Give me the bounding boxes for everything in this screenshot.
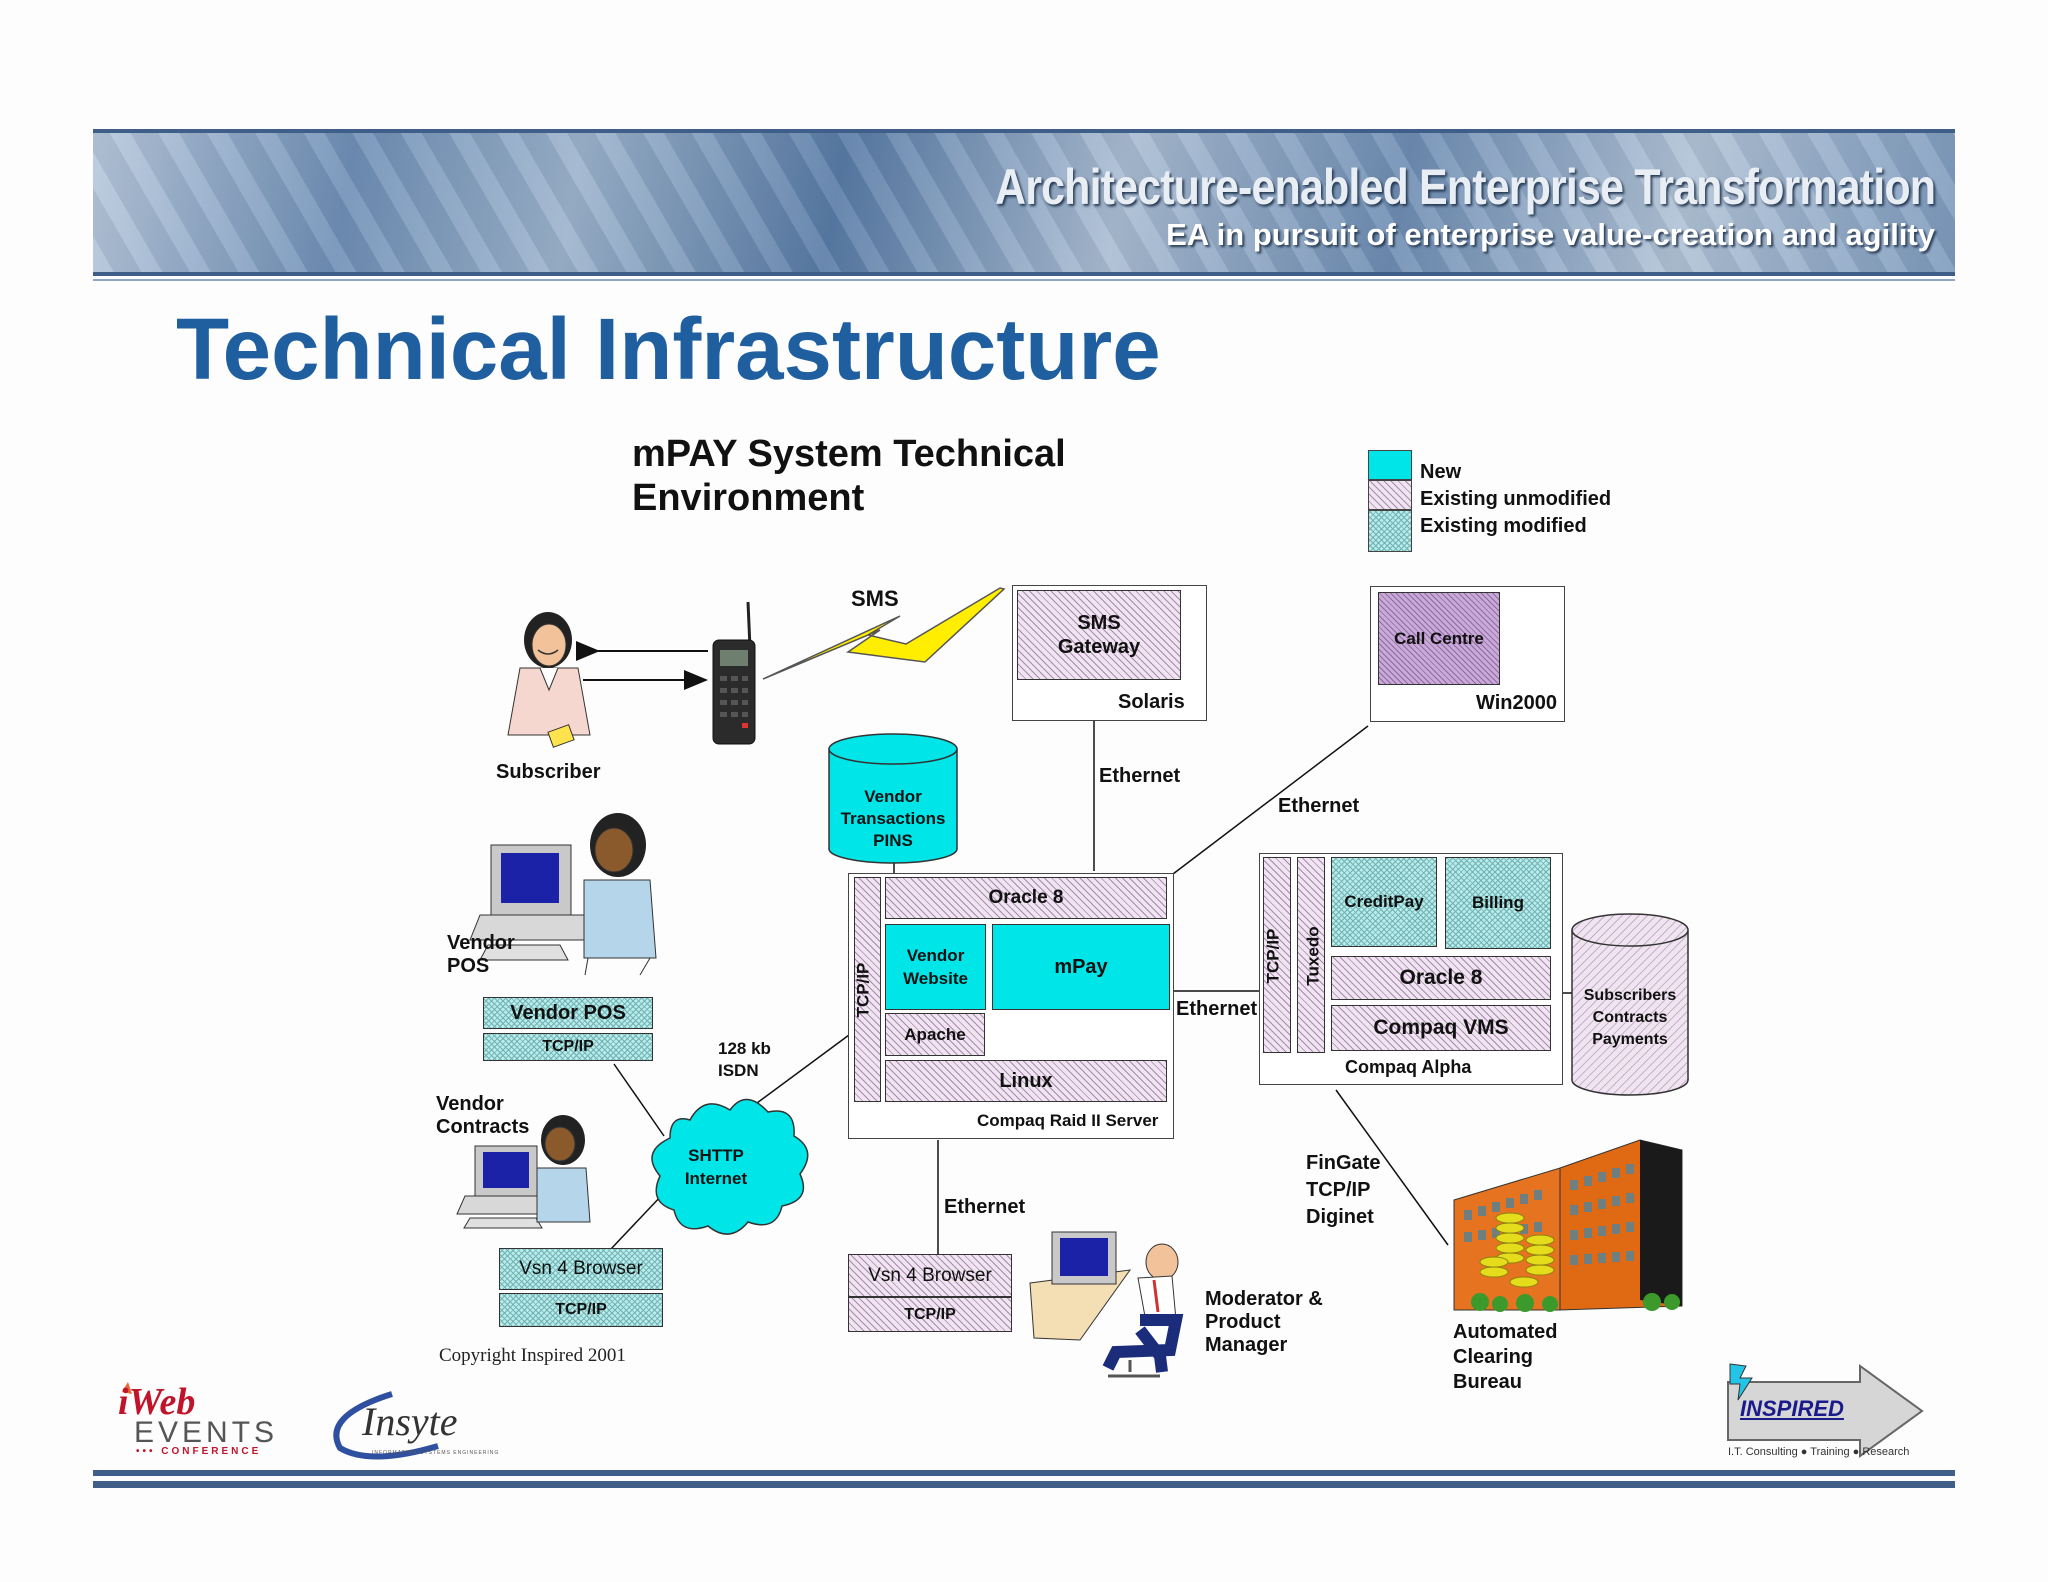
inspired-arrow-logo [1727,1363,1924,1458]
fingate-label: FinGate TCP/IP Diginet [1306,1152,1381,1228]
banner-title: Architecture-enabled Enterprise Transfor… [994,159,1936,215]
billing-label: Billing [1472,893,1524,912]
ethernet-label-moderator: Ethernet [944,1196,1026,1218]
linux-box: Linux [885,1060,1167,1102]
win2000-label: Win2000 [1476,692,1557,714]
browser-mid-label: Vsn 4 Browser [868,1264,992,1286]
oracle8-alpha-box: Oracle 8 [1331,956,1551,1000]
copyright-text: Copyright Inspired 2001 [439,1345,626,1366]
tcpip-raid-label: TCP/IP [853,962,873,1018]
compaq-alpha-label: Compaq Alpha [1345,1057,1472,1077]
legend-existing-modified-label: Existing modified [1420,515,1587,537]
oracle8-raid-label: Oracle 8 [988,887,1064,908]
vendor-pos-tcpip-label: TCP/IP [542,1038,594,1055]
browser-mid-tcpip-box: TCP/IP [848,1297,1012,1332]
browser-left-label: Vsn 4 Browser [519,1258,643,1279]
sms-lightning-bolt [762,587,1006,680]
subscriber-label: Subscriber [496,761,601,783]
linux-label: Linux [999,1069,1053,1092]
header-banner [93,133,1955,272]
oracle8-alpha-label: Oracle 8 [1399,966,1483,989]
insyte-tagline: INFORMATION SYSTEMS ENGINEERING [372,1450,500,1456]
ethernet-label-alpha: Ethernet [1176,998,1258,1020]
tcpip-stack-alpha [1263,857,1291,1053]
apache-label: Apache [904,1024,966,1044]
insyte-logo-swoosh [333,1391,439,1460]
vendor-website-label: Vendor Website [903,946,968,988]
acb-label: Automated Clearing Bureau [1453,1321,1558,1393]
compaq-raid-label: Compaq Raid II Server [977,1111,1159,1130]
browser-left-box: Vsn 4 Browser [499,1248,663,1290]
sms-label: SMS [851,586,899,611]
call-centre-label: Call Centre [1394,628,1484,648]
subscriber-person-icon [507,612,591,748]
inspired-tagline: I.T. Consulting ● Training ● Research [1728,1446,1910,1458]
footer-rule-thin [93,1470,1955,1476]
ethernet-label-solaris: Ethernet [1099,765,1181,787]
legend-swatch-existing-unmodified [1368,480,1412,510]
tuxedo-stack [1297,857,1325,1053]
creditpay-box: CreditPay [1331,857,1437,947]
subscribers-cylinder [1571,913,1689,1096]
iweb-events-text: EVENTS [134,1416,279,1449]
iweb-conference-text: ••• CONFERENCE [136,1446,262,1457]
vendor-contracts-workstation-icon [456,1115,591,1229]
solaris-label: Solaris [1118,691,1185,713]
call-centre-box: Call Centre [1378,592,1500,685]
vendor-transactions-cylinder [828,733,958,864]
diagram-title: mPAY System Technical Environment [632,433,1066,519]
vendor-pos-app-box: Vendor POS [483,997,653,1029]
compaq-vms-box: Compaq VMS [1331,1005,1551,1051]
shttp-cloud [651,1098,809,1235]
vendor-pos-person-label: Vendor POS [447,932,515,977]
legend-swatch-existing-modified [1368,510,1412,552]
compaq-vms-label: Compaq VMS [1373,1016,1509,1039]
vendor-pos-workstation-icon [469,813,657,976]
browser-mid-box: Vsn 4 Browser [848,1254,1012,1297]
browser-left-tcpip-box: TCP/IP [499,1293,663,1327]
banner-bottom-rule-thin [93,279,1955,281]
iweb-logo-text: iWeb [118,1381,196,1423]
billing-box: Billing [1445,857,1551,949]
legend-new-label: New [1420,461,1462,483]
tcpip-stack-raid [854,877,881,1102]
tuxedo-label: Tuxedo [1303,926,1323,986]
creditpay-label: CreditPay [1344,892,1424,911]
banner-bottom-rule [93,272,1955,276]
mpay-box[interactable]: mPay [992,924,1170,1010]
browser-left-tcpip-label: TCP/IP [555,1301,607,1318]
vendor-pos-app-label: Vendor POS [510,1001,626,1024]
mpay-label: mPay [1054,955,1108,978]
clearing-bureau-building-icon [1453,1139,1683,1312]
footer-rule-thick [93,1481,1955,1488]
moderator-workstation-icon [1029,1231,1184,1378]
tcpip-alpha-label: TCP/IP [1263,928,1283,984]
isdn-label: 128 kb ISDN [718,1039,771,1080]
sms-gateway-box: SMS Gateway [1017,590,1181,680]
vendor-transactions-label: Vendor Transactions PINS [840,787,946,850]
subscribers-db-label: Subscribers Contracts Payments [1583,987,1677,1048]
insyte-logo-text: Insyte [362,1399,458,1444]
mobile-phone-icon [712,601,756,745]
page-title: Technical Infrastructure [176,301,1161,398]
legend-existing-unmodified-label: Existing unmodified [1420,488,1612,510]
shttp-label: SHTTP Internet [684,1146,748,1188]
browser-mid-tcpip-label: TCP/IP [904,1305,956,1323]
inspired-logo-text: INSPIRED [1740,1396,1844,1421]
oracle8-raid-box: Oracle 8 [885,877,1167,919]
vendor-website-box: Vendor Website [885,924,986,1010]
apache-box: Apache [885,1013,985,1056]
ethernet-label-win2000: Ethernet [1278,795,1360,817]
banner-subtitle: EA in pursuit of enterprise value-creati… [1166,217,1935,252]
moderator-label: Moderator & Product Manager [1205,1288,1323,1356]
banner-top-rule [93,129,1955,133]
iweb-logo-mark [122,1382,132,1394]
sms-gateway-label: SMS Gateway [1057,612,1141,658]
legend-swatch-new [1368,450,1412,480]
vendor-contracts-label: Vendor Contracts [436,1093,530,1138]
vendor-pos-tcpip-box: TCP/IP [483,1033,653,1061]
